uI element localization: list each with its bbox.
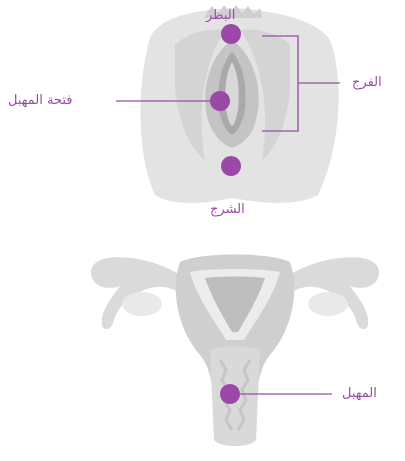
marker-perineum-dot xyxy=(221,24,241,44)
uterus-illustration xyxy=(91,255,379,447)
marker-vaginal-opening-dot xyxy=(210,91,230,111)
label-perineum: البظر xyxy=(206,8,235,24)
label-vagina: المهبل xyxy=(342,386,377,402)
ovary-right xyxy=(308,292,348,316)
label-anus: الشرج xyxy=(210,202,245,218)
marker-anus-dot xyxy=(221,156,241,176)
ovary-left xyxy=(122,292,162,316)
label-vulva: الفرج xyxy=(352,75,382,91)
label-vaginal-opening: فتحة المهبل xyxy=(8,93,72,109)
marker-vagina-dot xyxy=(220,384,240,404)
